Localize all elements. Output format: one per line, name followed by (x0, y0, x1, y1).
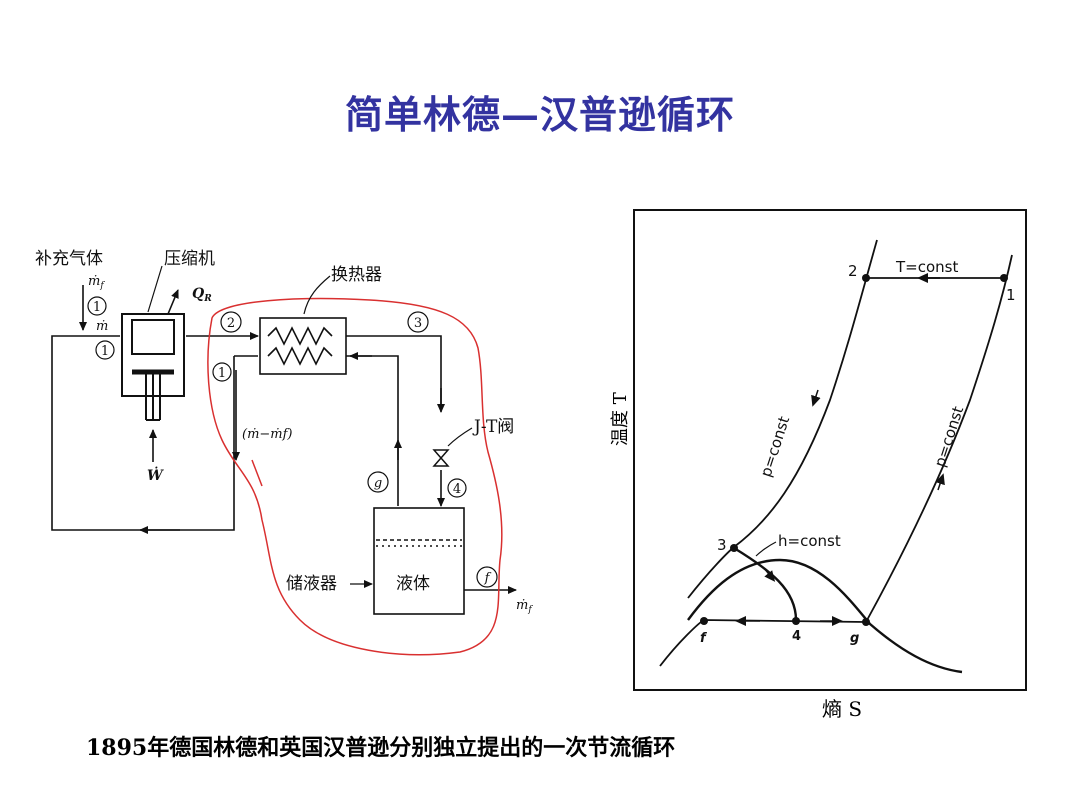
compressor-leader (147, 265, 163, 313)
ts-frame (633, 209, 1027, 691)
makeup-flow-sub: f (99, 281, 105, 291)
makeup-flow-symbol: ṁ (88, 274, 100, 289)
ts-point-g (862, 618, 870, 626)
ts-y-axis-label: 温度 T (610, 392, 631, 446)
isotherm-label: T=const (895, 258, 958, 276)
makeup-gas-label: 补充气体 (35, 249, 103, 269)
state-circle-g (367, 471, 389, 493)
state-circle-2 (220, 311, 242, 333)
caption: 1895年德国林德和英国汉普逊分别独立提出的一次节流循环 (86, 735, 676, 761)
state-label-1-inlet: 1 (93, 300, 101, 315)
makeup-flow-label: ṁf (88, 274, 105, 291)
heat-arrow (167, 289, 179, 315)
page-title: 简单林德—汉普逊循环 (344, 92, 735, 137)
state-label-g: g (374, 476, 382, 491)
state-label-f: f (484, 571, 492, 586)
isenthalp-label: h=const (778, 532, 841, 550)
return-flow-label: (ṁ−ṁf) (242, 427, 293, 442)
ts-label-g: g (850, 631, 859, 646)
arrow-isobar-high (811, 389, 821, 407)
ts-label-f: f (700, 631, 708, 646)
state-label-4: 4 (453, 482, 461, 497)
state-circle-1-return (212, 362, 232, 382)
ts-label-4: 4 (792, 629, 801, 644)
arrow-isobar-low (935, 473, 945, 491)
ts-point-4 (792, 617, 800, 625)
state-circle-3 (407, 311, 429, 333)
ts-label-1: 1 (1006, 286, 1016, 304)
heat-exchanger (259, 317, 347, 375)
isobar-high (687, 239, 878, 599)
ts-x-axis-label: 熵 S (822, 697, 862, 721)
heat-rejected-sub: R (203, 294, 212, 304)
receiver-label: 储液器 (286, 574, 337, 594)
mass-flow-label: ṁ (96, 319, 108, 334)
isobar-high-label: p=const (757, 414, 794, 479)
state-circle-f (476, 566, 498, 588)
hx-leader (303, 275, 331, 315)
isenthalp-line (733, 546, 798, 621)
state-label-1-return: 1 (218, 366, 226, 381)
work-label: Ẇ (147, 465, 164, 484)
jt-valve-label: J-T阀 (472, 417, 514, 437)
outline-notch (251, 459, 263, 487)
ts-point-f (700, 617, 708, 625)
state-circle-1-comp (95, 340, 115, 360)
ts-label-3: 3 (717, 536, 727, 554)
heat-rejected-label: QR (192, 286, 212, 304)
product-flow-label: ṁf (516, 598, 533, 615)
state-label-2: 2 (227, 316, 235, 331)
ts-point-3 (730, 544, 738, 552)
state-label-3: 3 (414, 316, 422, 331)
jt-valve (432, 449, 450, 467)
product-flow-symbol: ṁ (516, 598, 528, 613)
ts-point-2 (862, 274, 870, 282)
isobar-low (659, 254, 1013, 667)
product-flow-sub: f (527, 605, 533, 615)
receiver (373, 507, 465, 615)
compressor-label: 压缩机 (164, 249, 215, 269)
isobar-low-label: p=const (931, 404, 968, 469)
saturation-dome (687, 558, 963, 674)
state-circle-1-inlet (87, 296, 107, 316)
state-label-1-comp: 1 (101, 344, 109, 359)
arrow-isenthalp (763, 567, 776, 582)
makeup-loop-line (51, 335, 235, 531)
heat-exchanger-label: 换热器 (331, 265, 382, 285)
jt-leader (447, 427, 473, 447)
ts-label-2: 2 (848, 262, 858, 280)
compressor (121, 313, 185, 421)
flow-lines (51, 285, 517, 594)
line-3 (346, 335, 442, 410)
isenthalp-leader (755, 541, 777, 557)
control-volume-outline (207, 297, 503, 656)
heat-rejected-symbol: Q (192, 286, 204, 302)
liquid-label: 液体 (396, 574, 430, 594)
ts-point-1 (1000, 274, 1008, 282)
state-circle-4 (447, 478, 467, 498)
